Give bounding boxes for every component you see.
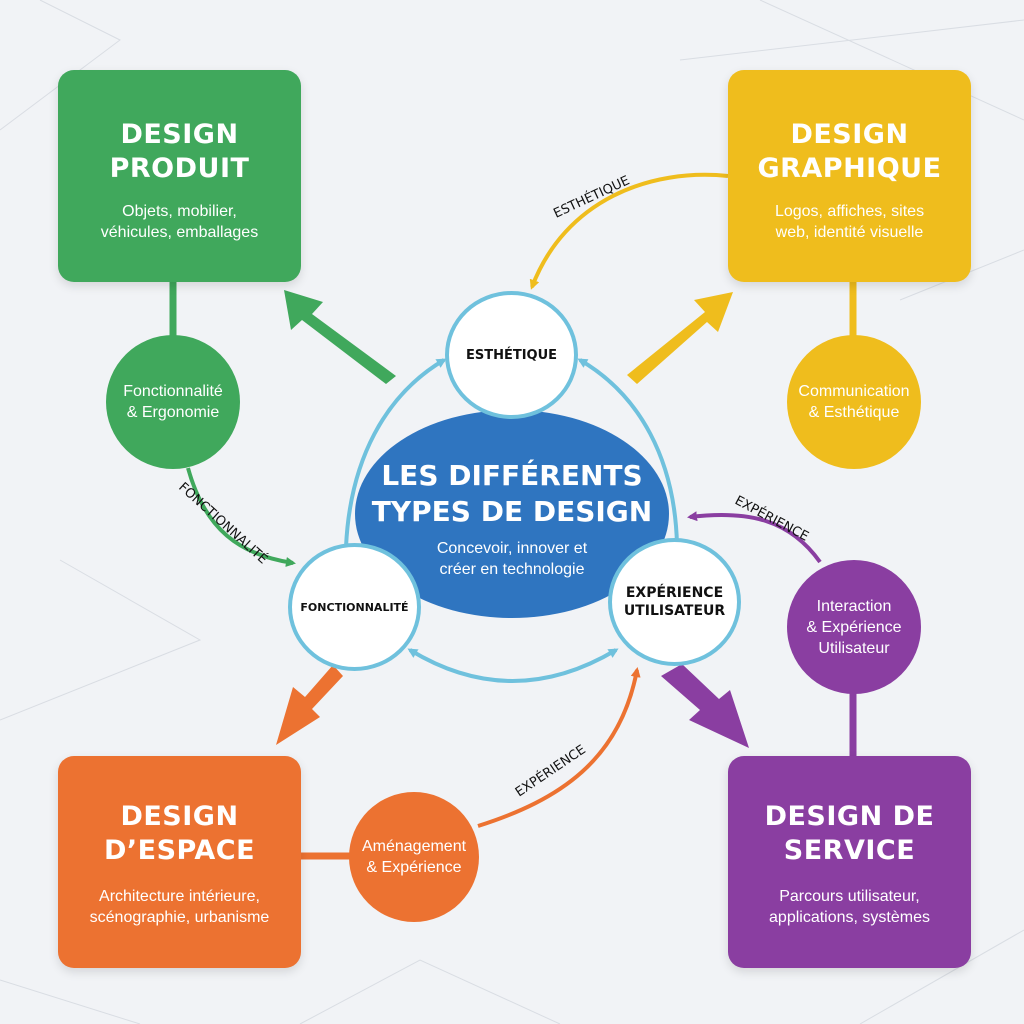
label-experience-bottom: EXPÉRIENCE (512, 742, 588, 801)
circle-fonctionnalite-line1: Fonctionnalité (123, 383, 223, 400)
curve-fonctionnalite (186, 467, 296, 567)
main-subtitle-line2: créer en technologie (439, 561, 585, 578)
box-design-espace: DESIGN D’ESPACE Architecture intérieure,… (58, 756, 301, 968)
node-experience-utilisateur: EXPÉRIENCE UTILISATEUR (608, 538, 741, 666)
main-subtitle-line1: Concevoir, innover et (436, 540, 588, 557)
box-service-title-line1: DESIGN DE (764, 801, 935, 832)
circle-communication-line1: Communication (798, 383, 910, 400)
circle-fonctionnalite-line2: & Ergonomie (126, 404, 220, 421)
box-graphique-desc: Logos, affiches, sites web, identité vis… (728, 186, 971, 243)
box-produit-desc-line2: véhicules, emballages (100, 224, 259, 241)
arc-right (577, 358, 679, 546)
arrow-to-espace (276, 665, 343, 745)
circle-interaction-line3: Utilisateur (818, 639, 890, 657)
circle-interaction-experience: Interaction & Expérience Utilisateur (787, 560, 921, 694)
box-service-title-line2: SERVICE (783, 835, 916, 866)
main-title: LES DIFFÉRENTS TYPES DE DESIGN (355, 410, 669, 530)
label-fonctionnalite: FONCTIONNALITÉ (175, 479, 270, 567)
arc-bottom (407, 648, 619, 683)
node-esthetique: ESTHÉTIQUE (445, 291, 578, 419)
box-service-desc: Parcours utilisateur, applications, syst… (728, 868, 971, 928)
circle-communication-line2: & Esthétique (808, 404, 900, 421)
box-graphique-desc-line1: Logos, affiches, sites (774, 203, 925, 220)
box-espace-title: DESIGN D’ESPACE (58, 756, 301, 868)
arrow-to-graphique (627, 292, 733, 384)
circle-fonctionnalite-ergonomie: Fonctionnalité & Ergonomie (106, 335, 240, 469)
arc-left (344, 358, 447, 548)
main-subtitle: Concevoir, innover et créer en technolog… (355, 530, 669, 580)
arrow-to-produit (284, 290, 396, 384)
main-title-line2: TYPES DE DESIGN (371, 495, 653, 528)
circle-interaction-line1: Interaction (816, 597, 892, 615)
box-design-produit: DESIGN PRODUIT Objets, mobilier, véhicul… (58, 70, 301, 282)
box-produit-title-line2: PRODUIT (109, 153, 250, 184)
curve-esthetique (529, 172, 729, 290)
box-espace-title-line1: DESIGN (120, 801, 239, 832)
label-experience-right: EXPÉRIENCE (732, 492, 811, 544)
box-design-graphique: DESIGN GRAPHIQUE Logos, affiches, sites … (728, 70, 971, 282)
circle-communication-esthetique: Communication & Esthétique (787, 335, 921, 469)
node-fonctionnalite: FONCTIONNALITÉ (288, 543, 421, 671)
box-graphique-title-line1: DESIGN (790, 119, 909, 150)
circle-amenagement-line1: Aménagement (361, 838, 467, 855)
box-produit-desc: Objets, mobilier, véhicules, emballages (58, 186, 301, 243)
box-espace-desc-line1: Architecture intérieure, (99, 888, 260, 905)
node-experience-line2: UTILISATEUR (623, 603, 726, 619)
label-esthetique: ESTHÉTIQUE (551, 172, 632, 221)
box-service-desc-line2: applications, systèmes (769, 909, 930, 926)
box-produit-title-line1: DESIGN (120, 119, 239, 150)
box-service-desc-line1: Parcours utilisateur, (779, 888, 920, 905)
box-espace-title-line2: D’ESPACE (103, 835, 256, 866)
main-title-line1: LES DIFFÉRENTS (381, 459, 643, 492)
box-graphique-title: DESIGN GRAPHIQUE (728, 70, 971, 186)
circle-interaction-line2: & Expérience (806, 618, 902, 636)
box-espace-desc: Architecture intérieure, scénographie, u… (58, 868, 301, 928)
box-produit-title: DESIGN PRODUIT (58, 70, 301, 186)
box-produit-desc-line1: Objets, mobilier, (122, 203, 237, 220)
node-esthetique-label: ESTHÉTIQUE (465, 347, 558, 363)
circle-amenagement-line2: & Expérience (366, 859, 462, 876)
box-design-service: DESIGN DE SERVICE Parcours utilisateur, … (728, 756, 971, 968)
curve-experience-bottom (477, 667, 641, 828)
curve-experience-right (687, 511, 822, 564)
circle-amenagement-experience: Aménagement & Expérience (349, 792, 479, 922)
arrow-to-service (661, 664, 749, 748)
node-fonctionnalite-label: FONCTIONNALITÉ (300, 600, 409, 614)
box-espace-desc-line2: scénographie, urbanisme (89, 909, 270, 926)
box-graphique-title-line2: GRAPHIQUE (757, 153, 942, 184)
node-experience-line1: EXPÉRIENCE (625, 585, 724, 601)
box-graphique-desc-line2: web, identité visuelle (775, 224, 924, 241)
box-service-title: DESIGN DE SERVICE (728, 756, 971, 868)
